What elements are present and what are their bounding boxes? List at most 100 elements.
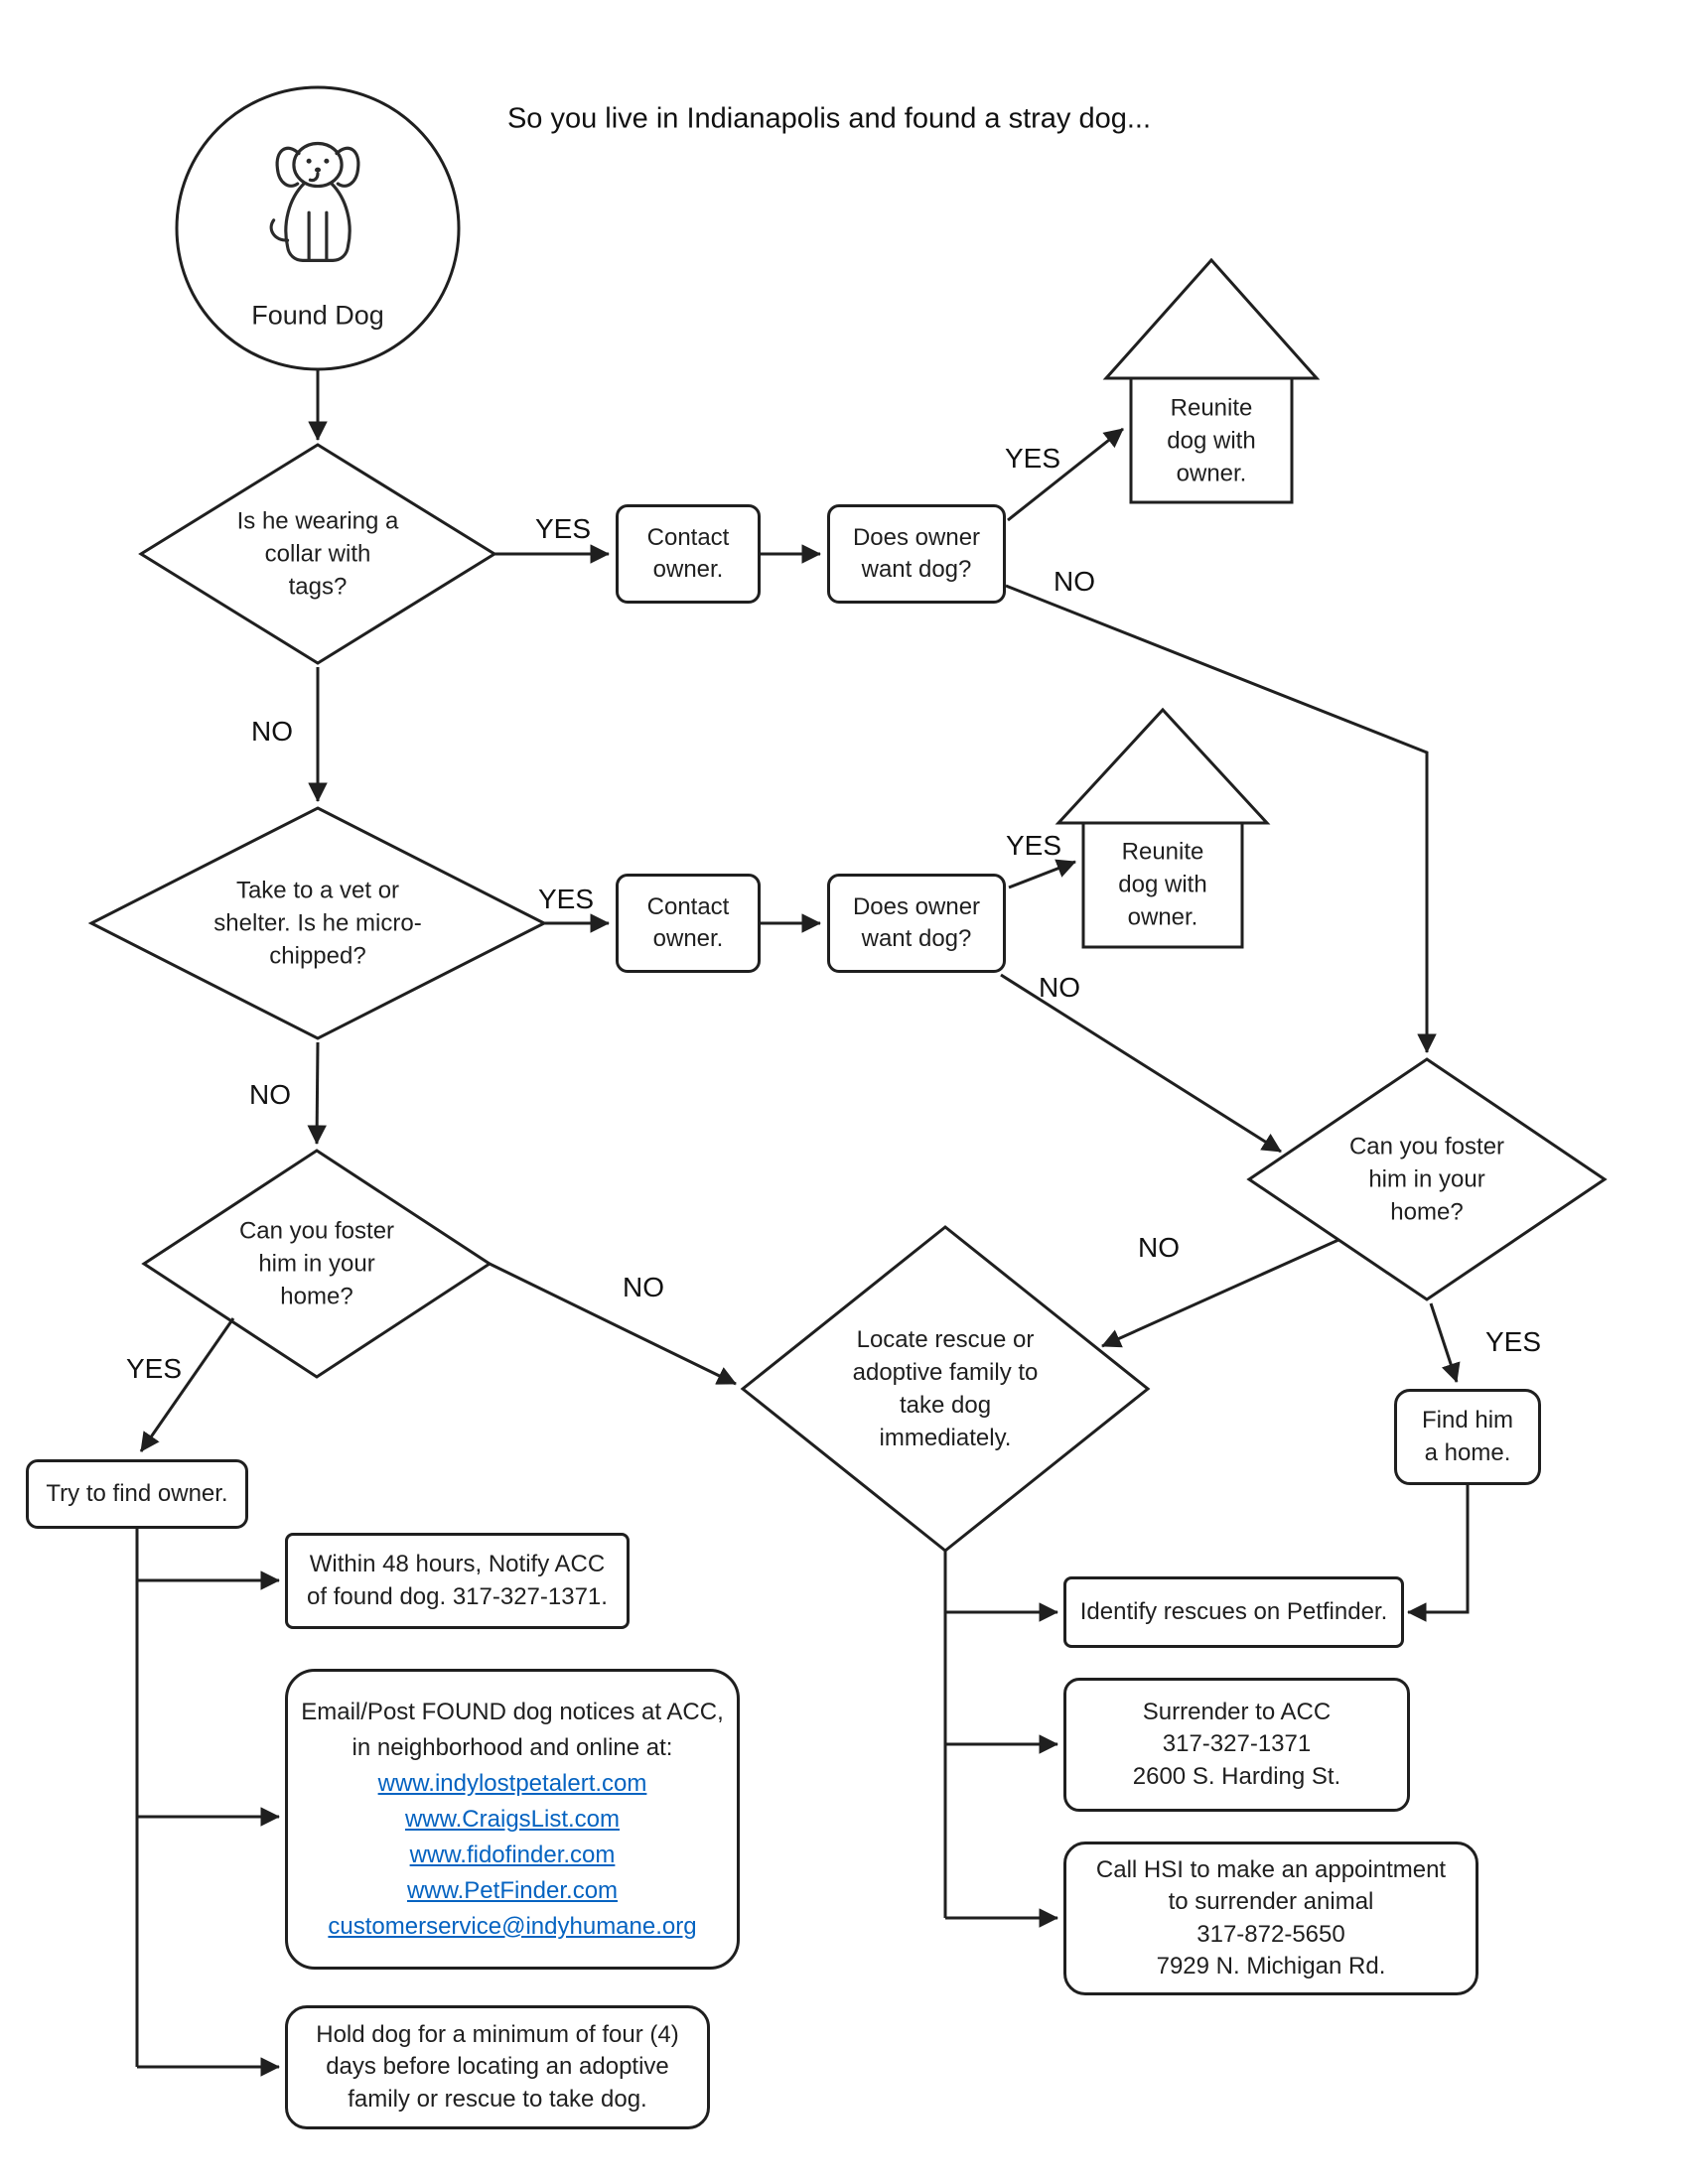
edge-label-fosterleft-no: NO <box>623 1272 664 1302</box>
post-notices-box: Email/Post FOUND dog notices at ACC, in … <box>285 1669 740 1970</box>
decision-microchip-text: Take to a vet or shelter. Is he micro- c… <box>213 874 421 972</box>
arrow-owner2-yes-house2 <box>1008 859 1076 889</box>
edge-label-fosterright-no: NO <box>1138 1232 1180 1263</box>
arrow-fosterleft-no <box>489 1262 737 1386</box>
text-line: Can you foster <box>1348 1133 1505 1160</box>
text-line: to surrender animal <box>1168 1888 1374 1916</box>
text-line: 2600 S. Harding St. <box>1132 1762 1341 1790</box>
text-line: owner. <box>652 925 724 952</box>
hold-dog-box: Hold dog for a minimum of four (4) days … <box>285 2005 710 2129</box>
edge-label-microchip-no: NO <box>249 1079 291 1110</box>
text-line: home? <box>280 1283 353 1310</box>
edge-label-collar-no: NO <box>251 716 293 747</box>
find-home-box: Find him a home. <box>1394 1389 1541 1485</box>
arrow-fosterright-yes <box>1429 1302 1461 1383</box>
text-line: owner. <box>1176 460 1247 487</box>
link-craigslist[interactable]: www.CraigsList.com <box>404 1805 621 1833</box>
diamond-microchip-shape <box>87 806 548 1040</box>
text-line: adoptive family to <box>852 1358 1039 1386</box>
dog-nose <box>314 167 322 173</box>
text-line: 317-872-5650 <box>1196 1920 1345 1948</box>
notify-acc-box: Within 48 hours, Notify ACC of found dog… <box>285 1533 630 1629</box>
text-line: Locate rescue or <box>856 1325 1035 1353</box>
dog-mouth <box>308 172 320 183</box>
text-line: Try to find owner. <box>46 1479 228 1507</box>
text-line: shelter. Is he micro- <box>213 909 422 937</box>
decision-locate-rescue-text: Locate rescue or adoptive family to take… <box>853 1323 1039 1454</box>
reunite-house-1-text: Reunite dog with owner. <box>1167 391 1255 489</box>
edge-label-owner1-no: NO <box>1054 566 1095 597</box>
text-line: want dog? <box>861 925 972 952</box>
decision-foster-left-text: Can you foster him in your home? <box>239 1214 394 1312</box>
edge-label-fosterright-yes: YES <box>1484 1326 1542 1357</box>
start-node-label: Found Dog <box>251 300 384 331</box>
text-line: family or rescue to take dog. <box>348 2085 647 2113</box>
link-fidofinder[interactable]: www.fidofinder.com <box>409 1841 616 1868</box>
text-line: Reunite <box>1121 838 1204 866</box>
arrow-fosterright-no <box>1101 1238 1339 1348</box>
arrow-findhome-to-identify <box>1407 1485 1470 1622</box>
text-line: Within 48 hours, Notify ACC <box>309 1551 606 1578</box>
text-line: Does owner <box>852 523 981 551</box>
text-line: take dog <box>899 1392 992 1419</box>
identify-rescues-box: Identify rescues on Petfinder. <box>1063 1576 1404 1648</box>
connector-arrows <box>135 369 1470 2077</box>
text-line: Find him <box>1421 1407 1514 1434</box>
text-line: owner. <box>1127 903 1198 931</box>
contact-owner-2-box: Contact owner. <box>616 874 761 973</box>
edge-label-fosterleft-yes: YES <box>125 1353 183 1384</box>
text-line: Take to a vet or <box>235 877 400 904</box>
text-line: collar with <box>264 540 371 568</box>
link-petfinder[interactable]: www.PetFinder.com <box>406 1876 619 1904</box>
text-line: him in your <box>258 1250 375 1278</box>
arrow-fosterleft-yes <box>139 1317 235 1452</box>
text-line: Does owner <box>852 892 981 920</box>
surrender-acc-box: Surrender to ACC 317-327-1371 2600 S. Ha… <box>1063 1678 1410 1812</box>
decision-collar-text: Is he wearing a collar with tags? <box>237 504 399 603</box>
dog-tail <box>269 218 290 242</box>
arrow-owner1-no-fosterright <box>1005 584 1437 1053</box>
text-line: him in your <box>1368 1165 1485 1193</box>
dog-body <box>284 182 352 262</box>
text-line: Is he wearing a <box>236 507 399 535</box>
dog-ear-right <box>335 146 360 188</box>
call-hsi-box: Call HSI to make an appointment to surre… <box>1063 1842 1478 1995</box>
text-line: Hold dog for a minimum of four (4) <box>316 2020 679 2048</box>
text-line: in neighborhood and online at: <box>352 1733 673 1761</box>
text-line: Contact <box>646 892 730 920</box>
house2-roof-shape <box>1055 707 1271 825</box>
reunite-house-2-text: Reunite dog with owner. <box>1118 835 1206 933</box>
link-indyhumane-email[interactable]: customerservice@indyhumane.org <box>328 1912 697 1940</box>
text-line: home? <box>1390 1198 1464 1226</box>
text-line: days before locating an adoptive <box>326 2053 669 2081</box>
edge-label-owner1-yes: YES <box>1004 443 1061 474</box>
arrow-microchip-no <box>307 1041 327 1145</box>
text-line: want dog? <box>861 556 972 583</box>
diamond-collar-shape <box>138 443 497 665</box>
text-line: owner. <box>652 556 724 583</box>
text-line: tags? <box>288 573 348 601</box>
text-line: chipped? <box>269 942 366 970</box>
text-line: Contact <box>646 523 730 551</box>
contact-owner-1-box: Contact owner. <box>616 504 761 604</box>
text-line: Identify rescues on Petfinder. <box>1079 1597 1388 1625</box>
text-line: 7929 N. Michigan Rd. <box>1156 1952 1386 1979</box>
link-indylostpetalert[interactable]: www.indylostpetalert.com <box>377 1769 647 1797</box>
text-line: Surrender to ACC <box>1142 1698 1332 1725</box>
house1-roof-shape <box>1102 257 1321 380</box>
text-line: 317-327-1371 <box>1162 1730 1312 1758</box>
decision-foster-right-text: Can you foster him in your home? <box>1349 1130 1504 1228</box>
dog-illustration <box>269 141 360 262</box>
text-line: immediately. <box>879 1425 1012 1452</box>
text-line: Can you foster <box>238 1217 395 1245</box>
dog-head <box>292 141 344 189</box>
edge-label-owner2-yes: YES <box>1005 830 1062 861</box>
edge-label-microchip-yes: YES <box>537 884 595 914</box>
does-owner-want-1-box: Does owner want dog? <box>827 504 1006 604</box>
text-line: a home. <box>1424 1438 1511 1466</box>
text-line: dog with <box>1167 427 1256 455</box>
text-line: of found dog. 317-327-1371. <box>307 1582 608 1610</box>
arrow-owner1-yes-house1 <box>1007 427 1124 522</box>
house1-body-shape <box>1129 376 1294 504</box>
